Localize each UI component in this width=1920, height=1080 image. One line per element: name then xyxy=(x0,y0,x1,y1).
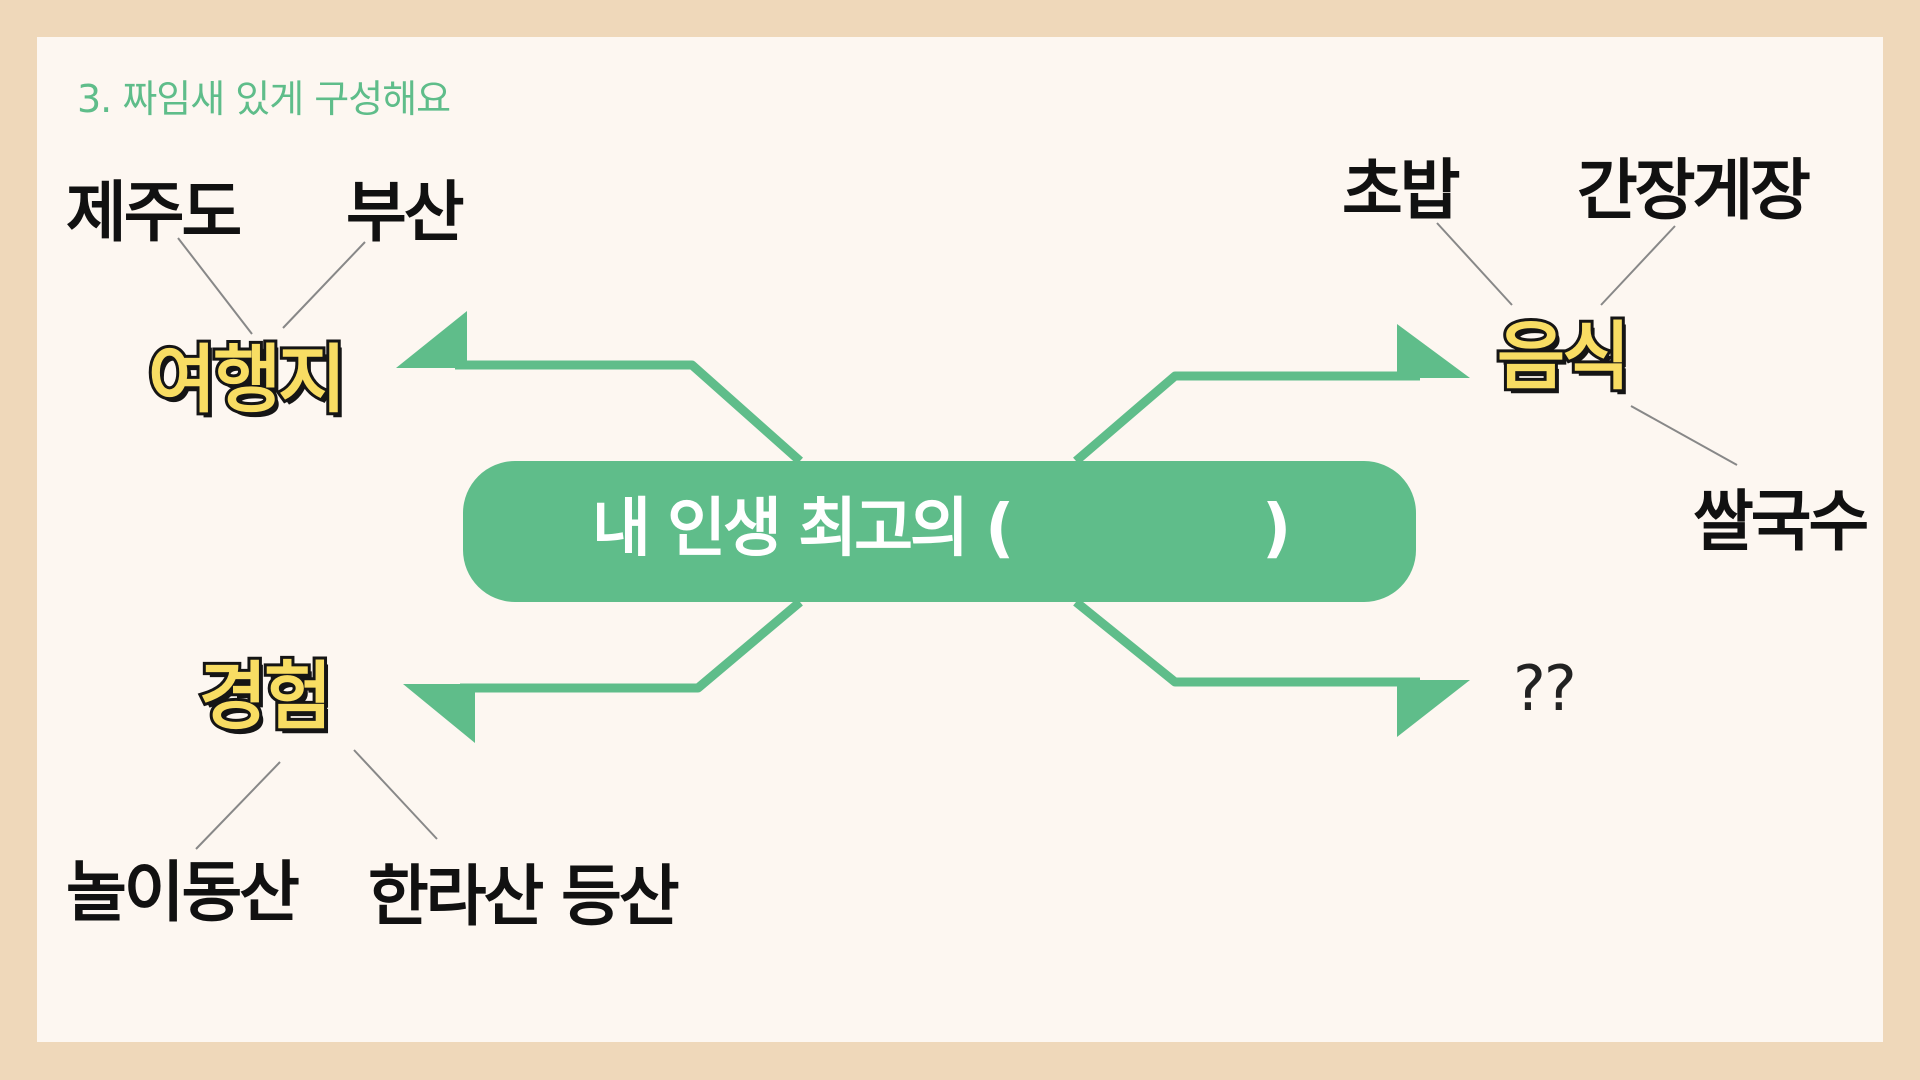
connector-jeju xyxy=(177,237,253,335)
keyword-pho: 쌀국수 xyxy=(1693,483,1869,560)
arrow-line-unknown xyxy=(1073,598,1420,687)
keyword-sushi: 초밥 xyxy=(1342,152,1460,229)
arrowhead-unknown xyxy=(1397,680,1470,737)
central-topic-text: 내 인생 최고의 ( xyxy=(592,492,1014,566)
category-travel: 여행지 xyxy=(145,337,349,423)
central-topic-close-paren: ) xyxy=(1262,492,1292,566)
connector-busan xyxy=(282,241,366,329)
arrow-line-travel xyxy=(455,360,803,465)
arrowhead-experience xyxy=(403,684,475,743)
connector-crab xyxy=(1600,225,1676,306)
category-food: 음식 xyxy=(1494,314,1633,400)
keyword-busan: 부산 xyxy=(346,174,464,251)
arrow-line-food xyxy=(1073,371,1420,465)
slide-subtitle: 3. 짜임새 있게 구성해요 xyxy=(77,77,451,121)
arrow-line-experience xyxy=(460,598,803,693)
keyword-amusement-park: 놀이동산 xyxy=(66,854,300,931)
arrowhead-food xyxy=(1397,324,1470,378)
unknown-branch-label: ?? xyxy=(1513,652,1577,725)
connector-amusement xyxy=(195,761,281,850)
keyword-jeju: 제주도 xyxy=(66,174,242,251)
connector-sushi xyxy=(1436,222,1513,306)
connector-hallasan xyxy=(353,749,438,840)
keyword-hallasan: 한라산 등산 xyxy=(368,858,680,935)
arrowhead-travel xyxy=(396,311,467,368)
keyword-crab: 간장게장 xyxy=(1577,152,1811,229)
connector-pho xyxy=(1630,405,1738,466)
central-topic-box xyxy=(463,461,1416,602)
category-experience: 경험 xyxy=(196,654,335,740)
